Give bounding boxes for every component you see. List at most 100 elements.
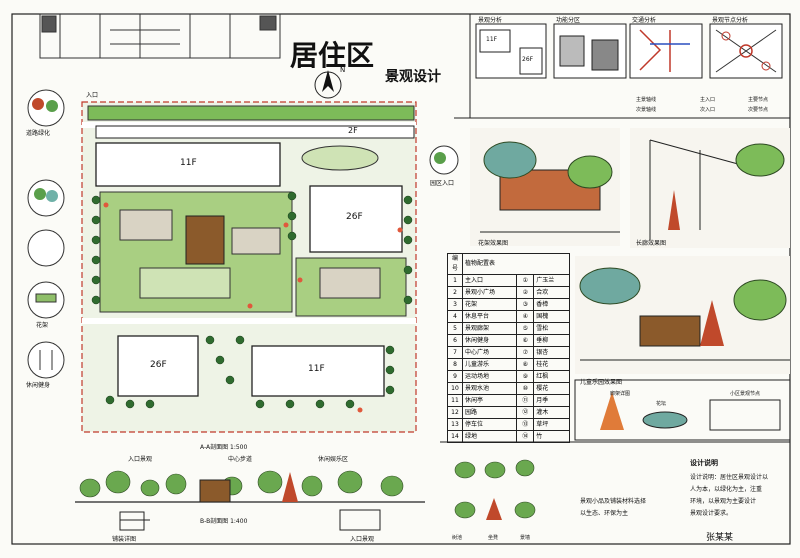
table-cell: 5 xyxy=(447,322,463,335)
table-cell: 竹 xyxy=(533,430,570,443)
note-title: 设计说明 xyxy=(690,459,718,467)
perspective-label: 花架效果图 xyxy=(478,240,509,247)
building-label: 11F xyxy=(308,364,325,374)
perspective-label: 长廊效果图 xyxy=(636,240,667,247)
analysis-building-label: 11F xyxy=(486,36,498,43)
table-cell: ⑨ xyxy=(516,370,535,383)
table-cell: 花架 xyxy=(461,298,518,311)
table-cell: 雪松 xyxy=(533,322,570,335)
title-main: 居住区 xyxy=(290,39,375,72)
right-label: 园区入口 xyxy=(430,180,455,187)
table-cell: ⑭ xyxy=(516,430,535,443)
table-cell: 8 xyxy=(447,358,463,371)
analysis-diagrams xyxy=(454,14,790,119)
note-line: 景观设计要求。 xyxy=(690,510,733,517)
perspective-sketches xyxy=(470,128,790,374)
north-arrow xyxy=(314,70,342,99)
table-cell: ⑤ xyxy=(516,322,535,335)
table-cell: 2 xyxy=(447,286,463,299)
table-cell: ⑩ xyxy=(516,382,535,395)
bottom-sketch-label: 坐凳 xyxy=(488,535,499,541)
analysis-building-label: 26F xyxy=(522,56,534,63)
legend-item: 次景轴线 xyxy=(636,107,657,113)
bottom-sketch-label: 景墙 xyxy=(520,535,531,541)
section-label-b: B-B剖面图 1:400 xyxy=(200,518,248,525)
table-cell: 月季 xyxy=(533,394,570,407)
left-label: 道路绿化 xyxy=(26,130,51,137)
table-cell: 灌木 xyxy=(533,406,570,419)
bottom-note-line: 以生态、环保为主 xyxy=(580,510,629,517)
building-label: 11F xyxy=(180,158,197,168)
left-label: 花架 xyxy=(36,322,49,329)
table-cell: 9 xyxy=(447,370,463,383)
bottom-label: 入口景观 xyxy=(350,536,375,543)
detail-label: 花坛 xyxy=(656,401,667,407)
table-cell: 红枫 xyxy=(533,370,570,383)
section-mark: 中心步道 xyxy=(228,456,253,463)
site-plan xyxy=(81,101,417,433)
table-cell: 桂花 xyxy=(533,358,570,371)
bottom-label: 铺装详图 xyxy=(112,536,137,543)
table-cell: 香樟 xyxy=(533,298,570,311)
table-cell: 景观小广场 xyxy=(461,286,518,299)
table-header-cell: 编号 xyxy=(447,253,463,275)
table-header: 编号 植物配置表 xyxy=(447,253,570,275)
table-cell: 12 xyxy=(447,406,463,419)
legend-item: 主要节点 xyxy=(748,97,769,103)
note-line: 人为本，以绿化为主，注重 xyxy=(690,486,763,493)
table-cell: ⑥ xyxy=(516,334,535,347)
table-cell: ④ xyxy=(516,310,535,323)
note-line: 环境，以景观为主要设计 xyxy=(690,498,757,505)
table-cell: ① xyxy=(516,274,535,287)
table-cell: 樱花 xyxy=(533,382,570,395)
detail-label: 廊架详图 xyxy=(610,391,631,397)
detail-label: 小区景观节点 xyxy=(730,391,761,397)
table-cell: 7 xyxy=(447,346,463,359)
table-cell: 14 xyxy=(447,430,463,443)
table-cell: 运动场地 xyxy=(461,370,518,383)
legend-item: 主入口 xyxy=(700,97,716,103)
table-cell: 休闲亭 xyxy=(461,394,518,407)
table-cell: 4 xyxy=(447,310,463,323)
table-cell: 3 xyxy=(447,298,463,311)
top-building-sketch xyxy=(39,13,281,59)
entrance-label: 入口 xyxy=(86,92,99,99)
perspective-label: 儿童乐园效果图 xyxy=(580,379,623,386)
table-cell: 垂柳 xyxy=(533,334,570,347)
analysis-title: 交通分析 xyxy=(632,17,657,24)
table-cell: 银杏 xyxy=(533,346,570,359)
table-cell: 中心广场 xyxy=(461,346,518,359)
table-cell: ⑧ xyxy=(516,358,535,371)
table-cell: ③ xyxy=(516,298,535,311)
detail-sketches xyxy=(440,379,791,520)
signature: 张某某 xyxy=(706,533,734,543)
analysis-title: 景观节点分析 xyxy=(712,17,749,24)
table-cell: 景观廊架 xyxy=(461,322,518,335)
table-cell: 1 xyxy=(447,274,463,287)
north-label: N xyxy=(340,66,346,74)
legend-item: 次要节点 xyxy=(748,107,769,113)
building-label: 26F xyxy=(346,212,363,222)
analysis-title: 景观分析 xyxy=(478,17,503,24)
table-cell: ⑬ xyxy=(516,418,535,431)
legend-item: 主景轴线 xyxy=(636,97,657,103)
table-cell: 停车位 xyxy=(461,418,518,431)
table-cell: ⑪ xyxy=(516,394,535,407)
table-cell: 10 xyxy=(447,382,463,395)
title-sub: 景观设计 xyxy=(385,69,441,85)
table-header-cell: 植物配置表 xyxy=(462,253,570,275)
table-cell: 13 xyxy=(447,418,463,431)
